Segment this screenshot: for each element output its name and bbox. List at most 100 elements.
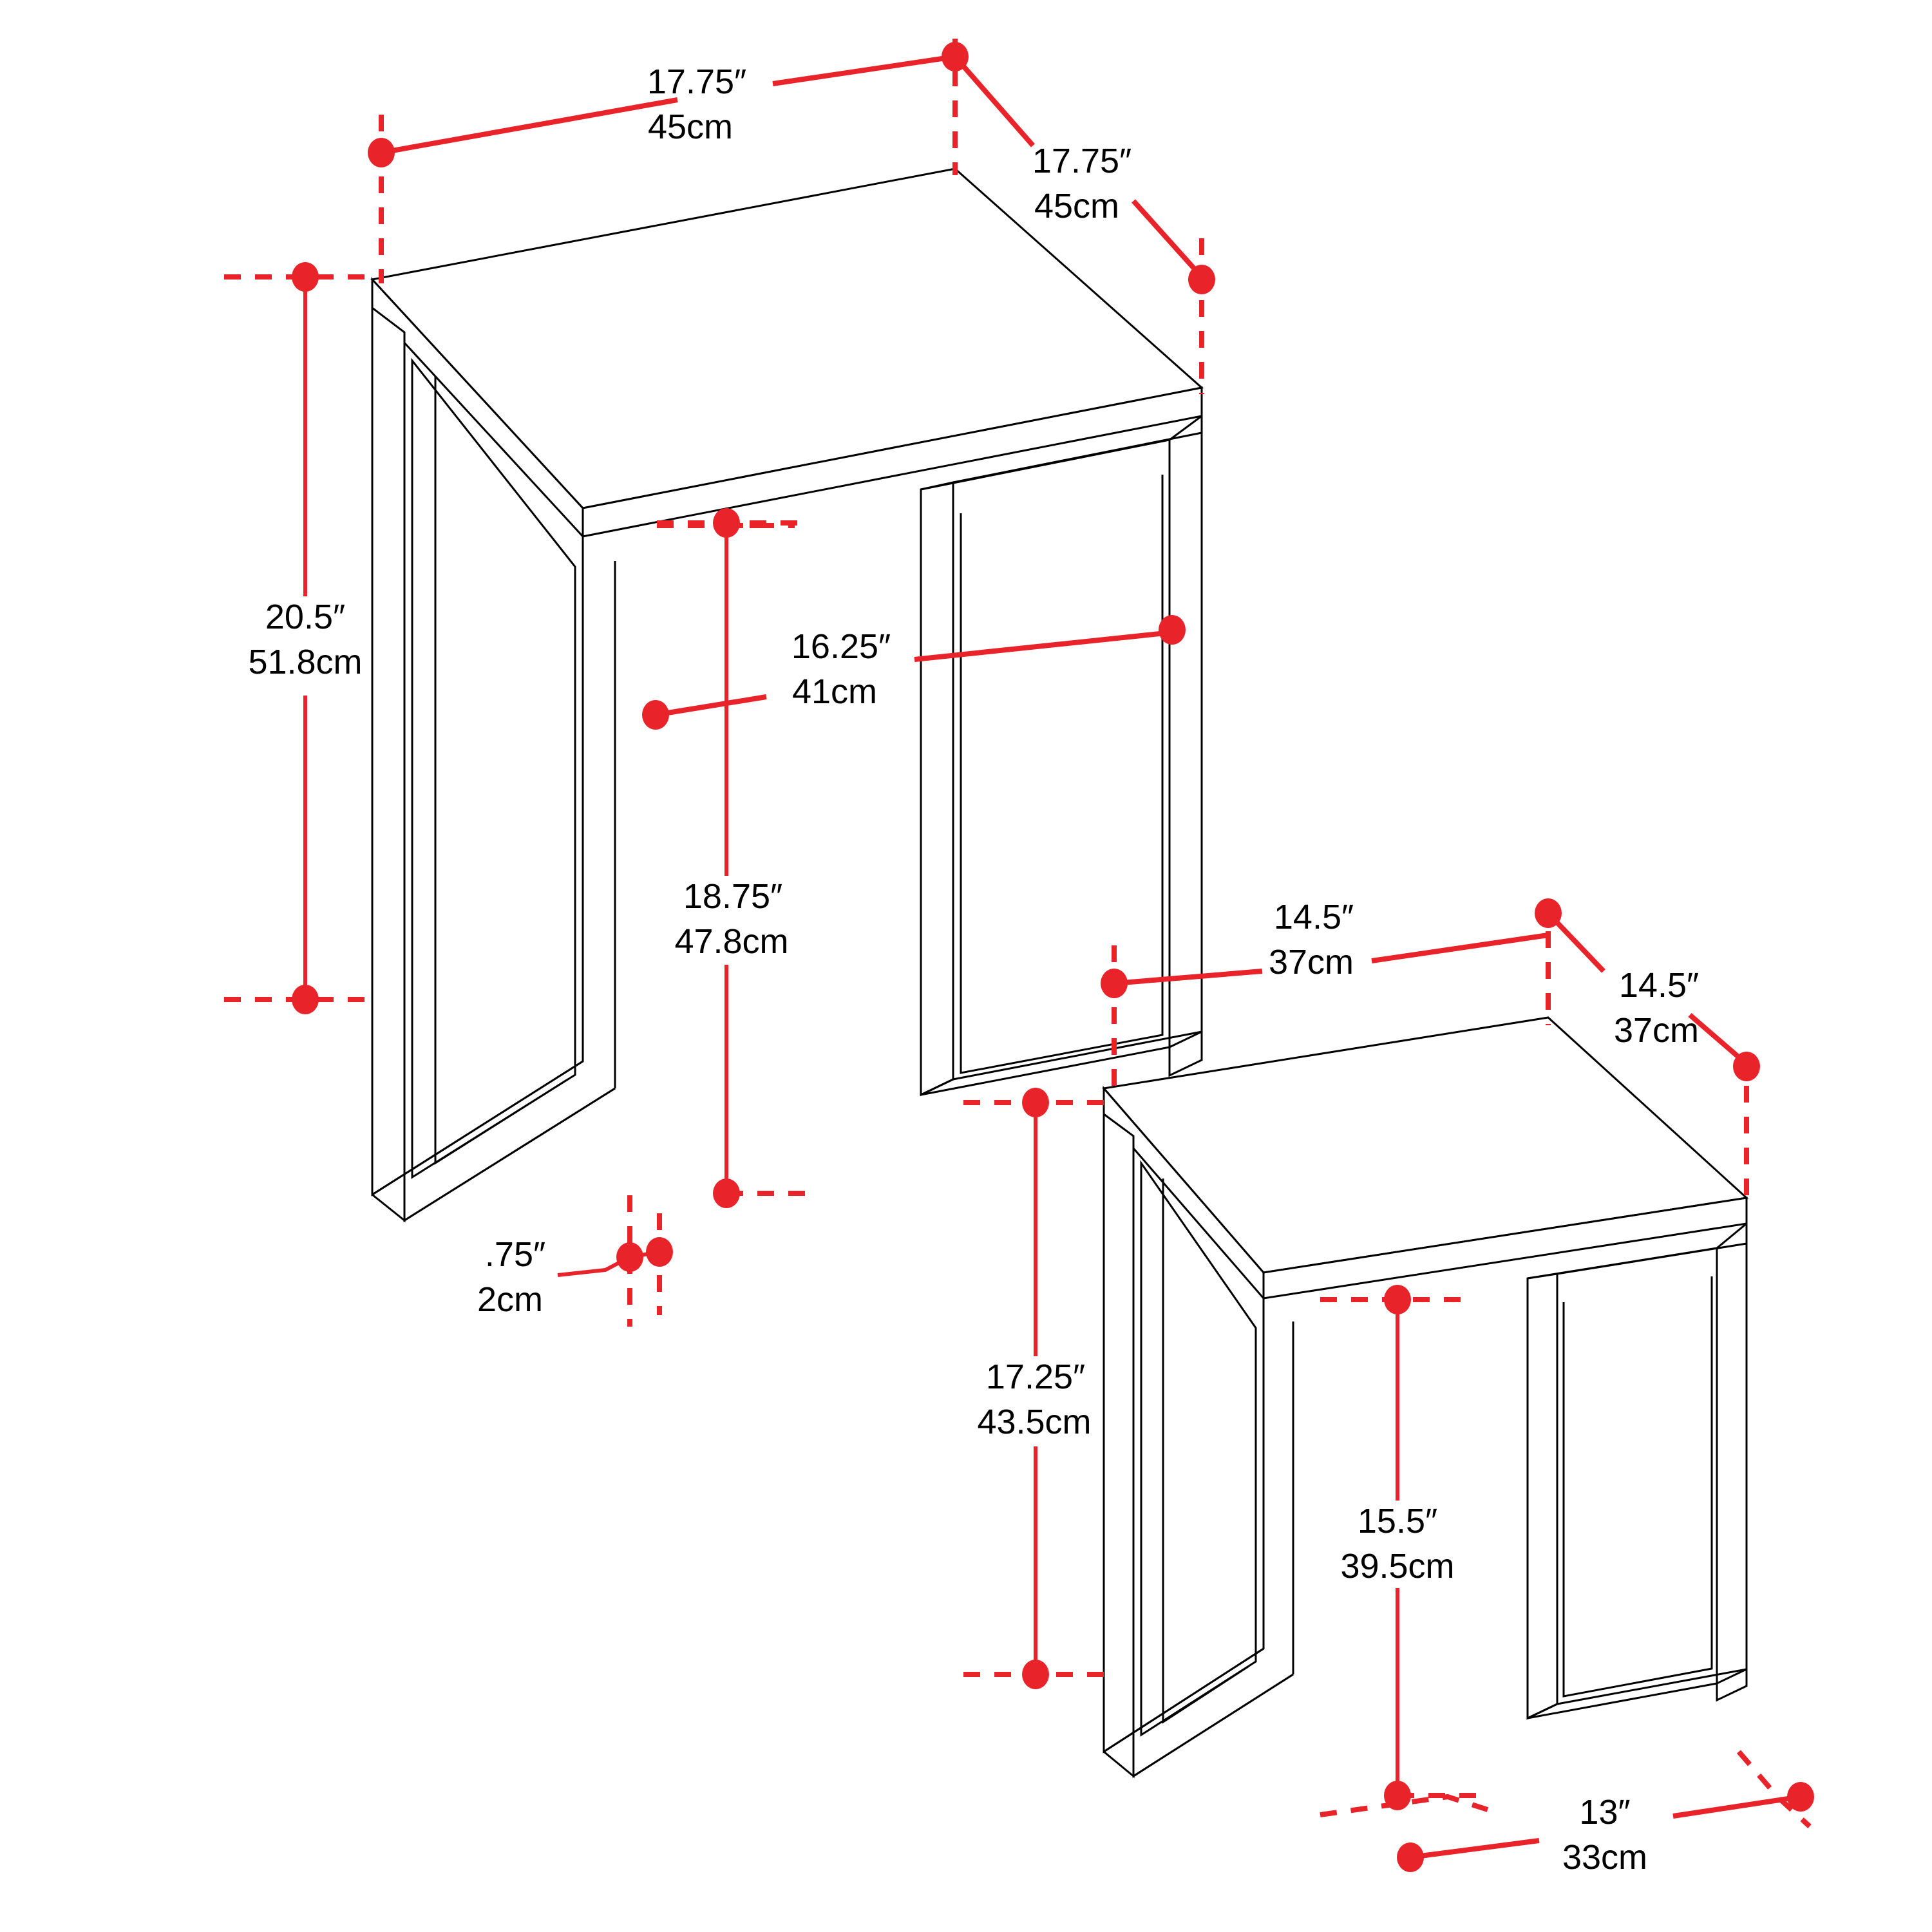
small-table-right-bottom-rail xyxy=(1527,1682,1718,1719)
small-table-right-inner-opening xyxy=(1562,1276,1713,1698)
leader-lg-top-depth-upper xyxy=(952,55,1036,147)
small-table-left-bottom-rail-2 xyxy=(1103,1647,1264,1753)
large-table-right-inner-opening xyxy=(960,475,1164,1074)
label-large-frame-thickness: .75″ 2cm xyxy=(477,1235,545,1319)
large-table-right-front-post xyxy=(1168,414,1203,1077)
large-table-left-bottom-rail-2 xyxy=(372,1060,583,1196)
leader-lg-top-width-right xyxy=(772,54,956,86)
label-large-top-depth-imperial: 17.75″ xyxy=(1032,142,1132,180)
label-large-thickness-imperial: .75″ xyxy=(485,1235,545,1274)
small-table-right-bottom-rail-3 xyxy=(1527,1703,1558,1719)
small-table-right-bottom-rail-4 xyxy=(1716,1668,1747,1685)
dim-dot-lg-clearance-bottom xyxy=(713,1179,740,1208)
label-large-top-width-metric: 45cm xyxy=(648,108,733,146)
dim-dot-lg-thickness-b xyxy=(646,1237,673,1267)
label-small-top-depth-imperial: 14.5″ xyxy=(1619,966,1699,1005)
label-large-inner-width-metric: 41cm xyxy=(792,672,877,711)
dimension-small-clearance xyxy=(1320,1285,1481,1810)
label-large-top-depth: 17.75″ 45cm xyxy=(1032,142,1132,225)
leader-lg-inner-width-right xyxy=(914,630,1173,662)
label-large-thickness-metric: 2cm xyxy=(477,1280,543,1319)
large-table-right-bottom-rail-3 xyxy=(920,1078,954,1096)
dim-dot-sm-base-right xyxy=(1787,1782,1814,1812)
leader-sm-base-right xyxy=(1672,1794,1801,1819)
label-small-overall-height: 17.25″ 43.5cm xyxy=(977,1358,1091,1441)
dimension-large-overall-height xyxy=(224,262,372,1014)
large-nesting-table xyxy=(370,167,1204,1223)
label-large-top-depth-metric: 45cm xyxy=(1034,187,1119,225)
large-table-left-inner-opening xyxy=(411,357,576,1179)
leader-sm-top-depth-lower xyxy=(1688,1012,1748,1066)
label-small-base-width-imperial: 13″ xyxy=(1579,1793,1630,1832)
label-large-top-width: 17.75″ 45cm xyxy=(647,62,746,146)
dim-dot-sm-height-bottom xyxy=(1022,1660,1049,1689)
label-small-top-depth: 14.5″ 37cm xyxy=(1614,966,1699,1050)
leader-lg-top-width-left xyxy=(381,97,678,155)
label-large-height-metric: 51.8cm xyxy=(248,643,362,681)
large-table-left-bottom-rail xyxy=(404,1087,616,1222)
label-small-height-imperial: 17.25″ xyxy=(986,1358,1085,1396)
label-large-top-width-imperial: 17.75″ xyxy=(647,62,746,101)
dimension-small-top-depth xyxy=(1546,911,1760,1204)
dim-dot-lg-top-depth xyxy=(1188,265,1215,294)
extension-line-sm-base-a xyxy=(1320,1794,1489,1817)
label-small-clearance: 15.5″ 39.5cm xyxy=(1340,1502,1454,1586)
dimension-large-frame-thickness xyxy=(557,1195,673,1327)
dim-dot-lg-clearance-top xyxy=(713,508,740,538)
dimension-large-clearance xyxy=(657,508,810,1208)
dim-dot-sm-clearance-top xyxy=(1384,1285,1411,1314)
label-small-top-width-imperial: 14.5″ xyxy=(1274,898,1354,936)
small-nesting-table xyxy=(1102,1016,1749,1779)
dim-dot-lg-inner-width-left xyxy=(642,700,669,730)
small-table-right-bottom-rail-2 xyxy=(1557,1668,1747,1705)
large-table-right-bottom-rail-2 xyxy=(952,1030,1202,1081)
dim-dot-sm-height-top xyxy=(1022,1088,1049,1117)
dimension-large-top-depth xyxy=(952,55,1215,394)
label-small-top-width: 14.5″ 37cm xyxy=(1269,898,1354,981)
label-large-clearance-imperial: 18.75″ xyxy=(683,877,782,916)
small-table-left-bottom-rail xyxy=(1133,1673,1294,1777)
label-large-inner-width-imperial: 16.25″ xyxy=(791,627,891,666)
large-table-right-bottom-rail-4 xyxy=(1169,1030,1202,1048)
label-large-overall-height: 20.5″ 51.8cm xyxy=(248,598,362,681)
label-small-clearance-imperial: 15.5″ xyxy=(1358,1502,1437,1540)
label-small-base-width: 13″ 33cm xyxy=(1562,1793,1647,1877)
dim-dot-lg-height-top xyxy=(292,262,319,292)
dim-dot-sm-top-width-left xyxy=(1101,969,1128,998)
dimension-small-base-width xyxy=(1320,1750,1814,1872)
label-large-clearance-metric: 47.8cm xyxy=(674,922,788,961)
large-table-left-inner-opening-inset xyxy=(434,376,567,1165)
large-table-right-apron-2 xyxy=(952,431,1202,484)
label-small-base-width-metric: 33cm xyxy=(1562,1838,1647,1877)
label-small-top-depth-metric: 37cm xyxy=(1614,1011,1699,1050)
label-large-clearance: 18.75″ 47.8cm xyxy=(674,877,788,961)
label-small-clearance-metric: 39.5cm xyxy=(1340,1547,1454,1586)
small-table-left-inner-opening-inset xyxy=(1162,1179,1249,1724)
dim-dot-sm-base-left xyxy=(1397,1842,1424,1872)
large-table-right-rear-post xyxy=(920,481,954,1097)
leader-sm-top-depth-upper xyxy=(1546,911,1605,973)
dim-dot-lg-thickness-a xyxy=(616,1242,643,1272)
leader-sm-base-left xyxy=(1410,1838,1540,1860)
dim-dot-lg-inner-width-right xyxy=(1159,615,1186,645)
dim-dot-lg-height-bottom xyxy=(292,985,319,1014)
large-table-left-front-post xyxy=(371,305,406,1223)
leader-lg-inner-width-left xyxy=(655,694,767,717)
dimension-large-inner-width xyxy=(642,523,1186,730)
label-small-top-width-metric: 37cm xyxy=(1269,943,1354,981)
small-table-right-apron-2 xyxy=(1557,1242,1747,1275)
label-small-height-metric: 43.5cm xyxy=(977,1403,1091,1441)
leader-sm-top-width-right xyxy=(1371,933,1549,963)
small-table-right-front-post xyxy=(1716,1221,1748,1702)
large-table-right-bottom-rail xyxy=(920,1046,1170,1096)
label-large-inner-width: 16.25″ 41cm xyxy=(791,627,891,711)
dim-dot-lg-top-width-left xyxy=(368,138,395,167)
small-table-left-front-post xyxy=(1103,1112,1135,1779)
dimension-small-overall-height xyxy=(963,1088,1114,1689)
dim-dot-sm-top-depth xyxy=(1733,1052,1760,1081)
small-table-right-rear-post xyxy=(1526,1273,1558,1720)
leader-sm-top-width-left xyxy=(1113,969,1263,986)
leader-lg-top-depth-lower xyxy=(1132,199,1204,279)
